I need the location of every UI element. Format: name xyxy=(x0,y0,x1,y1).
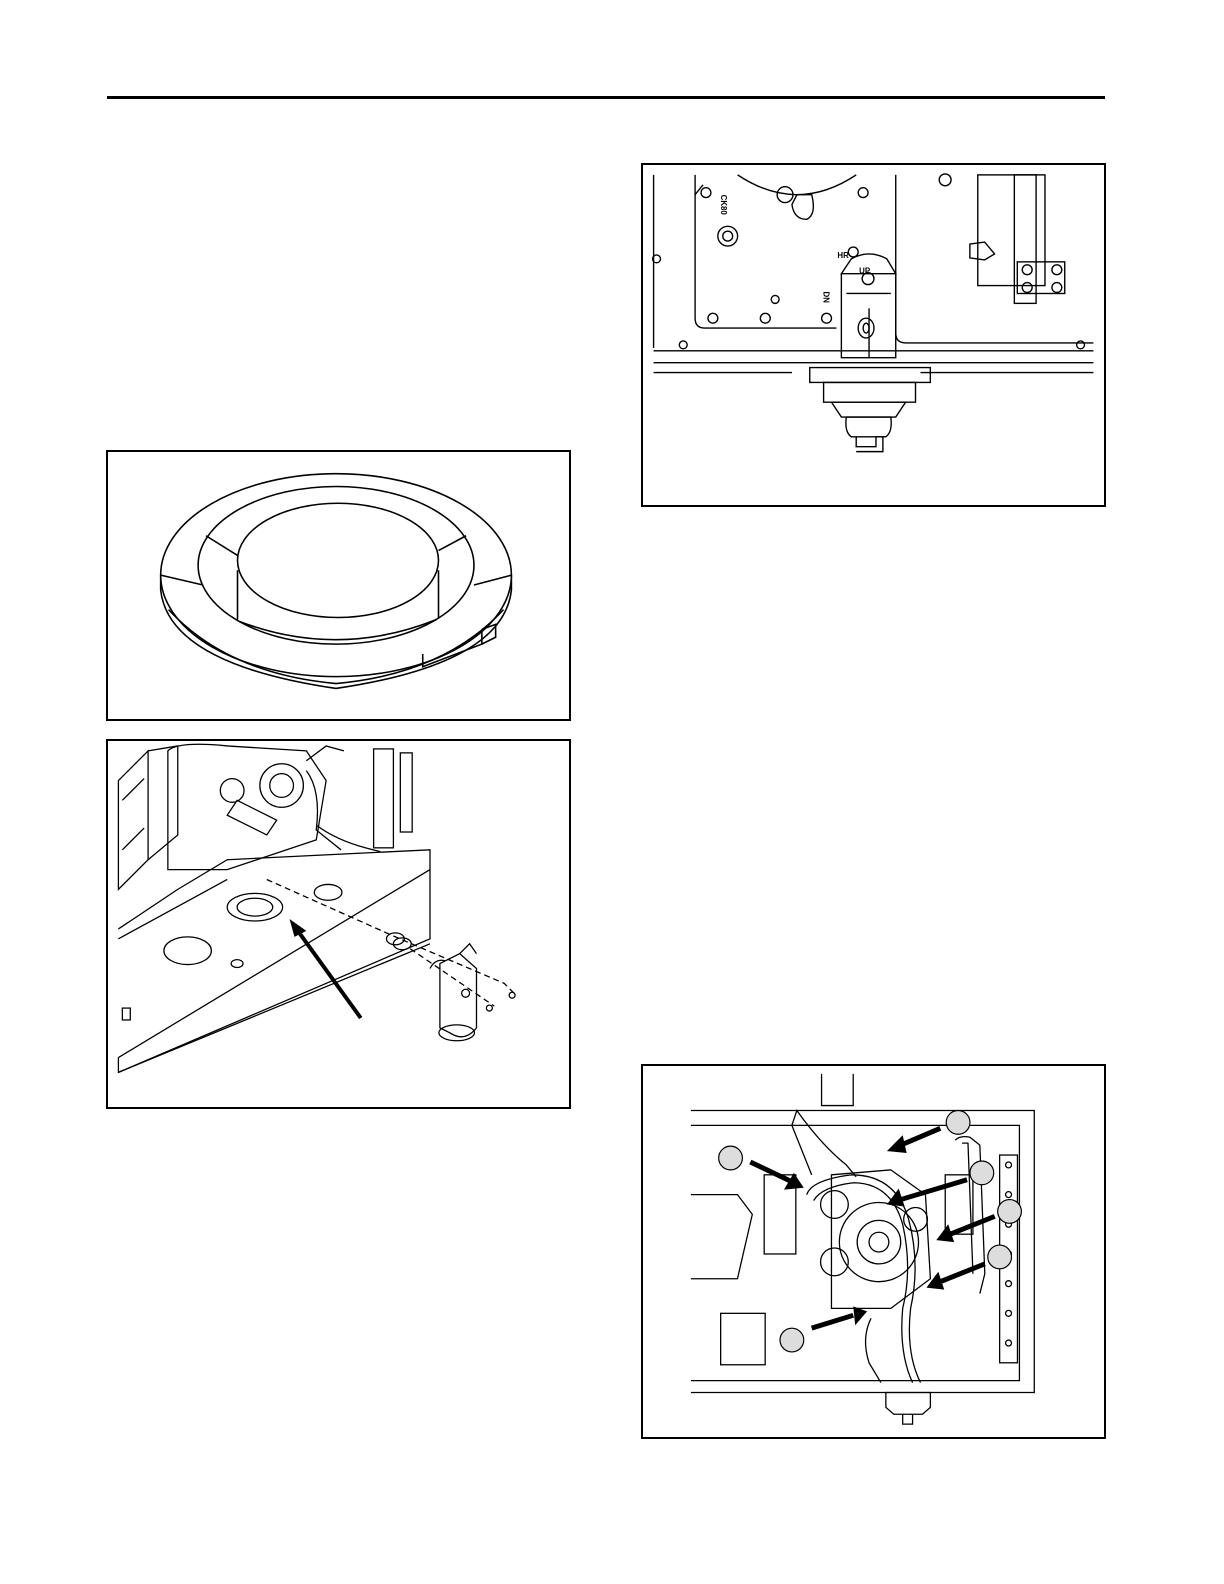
callout-bubble-3 xyxy=(970,1161,994,1185)
callouts-drawing xyxy=(643,1066,1104,1437)
label-hr: HR xyxy=(837,251,849,260)
header-rule xyxy=(107,96,1105,99)
label-up: UP xyxy=(859,267,870,276)
figure-trap-assembly: HR UP DN CK80 xyxy=(641,163,1106,507)
trap-assembly-drawing: HR UP DN CK80 xyxy=(643,165,1104,505)
figure-gasket-ring xyxy=(106,450,571,721)
label-dn: DN xyxy=(822,292,831,304)
callout-bubble-4 xyxy=(998,1200,1022,1224)
label-ck80: CK80 xyxy=(719,195,728,216)
exploded-trap-drawing xyxy=(108,741,569,1107)
callout-bubble-2 xyxy=(946,1111,970,1135)
callout-bubble-1 xyxy=(719,1146,743,1170)
figure-callouts xyxy=(641,1064,1106,1439)
callout-bubble-6 xyxy=(780,1328,804,1352)
callout-bubble-5 xyxy=(988,1245,1012,1269)
gasket-ring-drawing xyxy=(108,452,569,719)
figure-exploded-trap xyxy=(106,739,571,1109)
